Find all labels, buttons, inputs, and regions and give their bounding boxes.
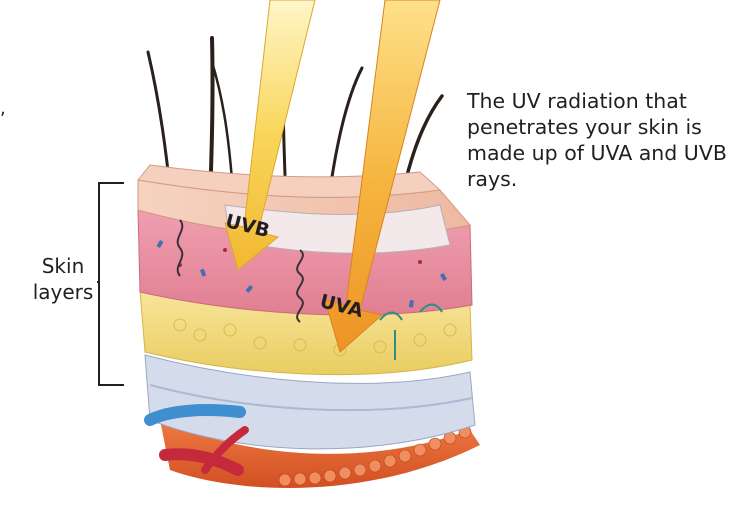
skin-layers-label-line1: Skin (26, 253, 100, 279)
uv-caption: The UV radiation that penetrates your sk… (467, 88, 737, 192)
skin-layers-label: Skin layers (26, 253, 100, 305)
skin-layers-label-line2: layers (26, 279, 100, 305)
skin-layers-bracket (97, 182, 125, 386)
